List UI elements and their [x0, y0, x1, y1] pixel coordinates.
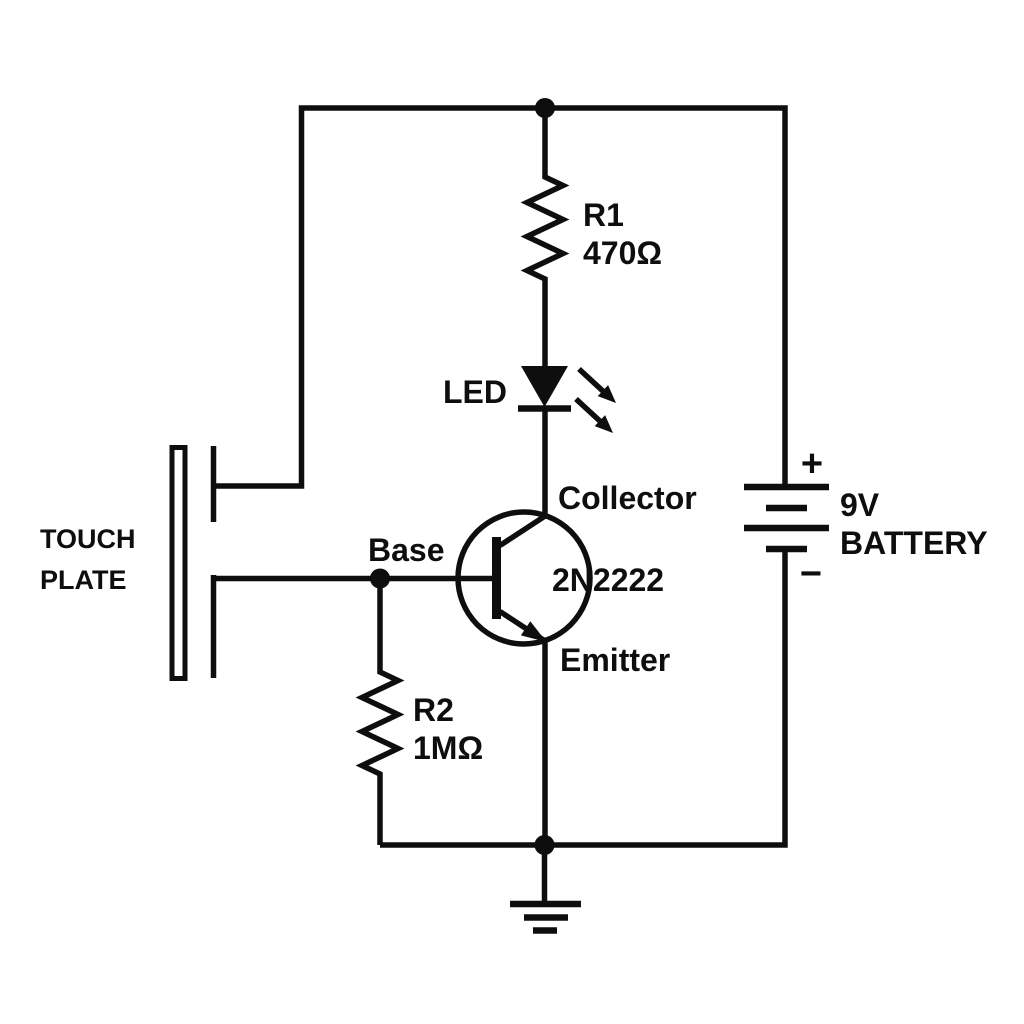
- wire-collector: [498, 408, 548, 548]
- schematic-strokes: [210, 105, 829, 934]
- transistor-part-label: 2N2222: [552, 562, 664, 598]
- junction-dot-bottom: [534, 835, 555, 855]
- battery-plus-sign: +: [801, 443, 823, 485]
- wire-topplate-to-top-rail: [211, 105, 788, 489]
- transistor-circle: [455, 509, 593, 647]
- schematic-fills: [370, 98, 616, 855]
- collector-label: Collector: [558, 480, 697, 516]
- led-ray-shaft-1: [577, 366, 607, 396]
- led-ray-head-2: [594, 415, 613, 433]
- resistor-r2-symbol: [355, 580, 405, 845]
- junction-dot-base: [370, 568, 390, 589]
- touch-plate-label-line2: PLATE: [40, 565, 127, 595]
- led-ray-shaft-2: [574, 396, 604, 426]
- transistor-base-bar: [492, 537, 501, 619]
- ground-icon: [510, 845, 581, 934]
- junction-dot-top: [535, 98, 555, 118]
- r2-designator-label: R2: [413, 692, 454, 728]
- touch-plate-label-line1: TOUCH: [40, 524, 136, 554]
- r1-designator-label: R1: [583, 197, 624, 233]
- transistor-emitter-arrowhead: [520, 621, 547, 642]
- battery-symbol: [744, 483, 829, 553]
- base-label: Base: [368, 532, 445, 568]
- emitter-label: Emitter: [560, 642, 670, 678]
- battery-name-label: BATTERY: [840, 525, 988, 561]
- battery-minus-sign: −: [800, 553, 822, 595]
- r1-value-label: 470Ω: [583, 235, 662, 271]
- battery-voltage-label: 9V: [840, 487, 880, 523]
- led-label: LED: [443, 374, 507, 410]
- schematic-labels: R1 470Ω LED Collector Base 2N2222 Emitte…: [40, 197, 988, 766]
- wire-bottom-rail: [380, 549, 788, 848]
- resistor-r1-symbol: [520, 108, 570, 366]
- led-triangle: [521, 366, 568, 407]
- touch-plate-symbol: [169, 445, 188, 681]
- led-ray-head-1: [597, 385, 616, 403]
- r2-value-label: 1MΩ: [413, 730, 483, 766]
